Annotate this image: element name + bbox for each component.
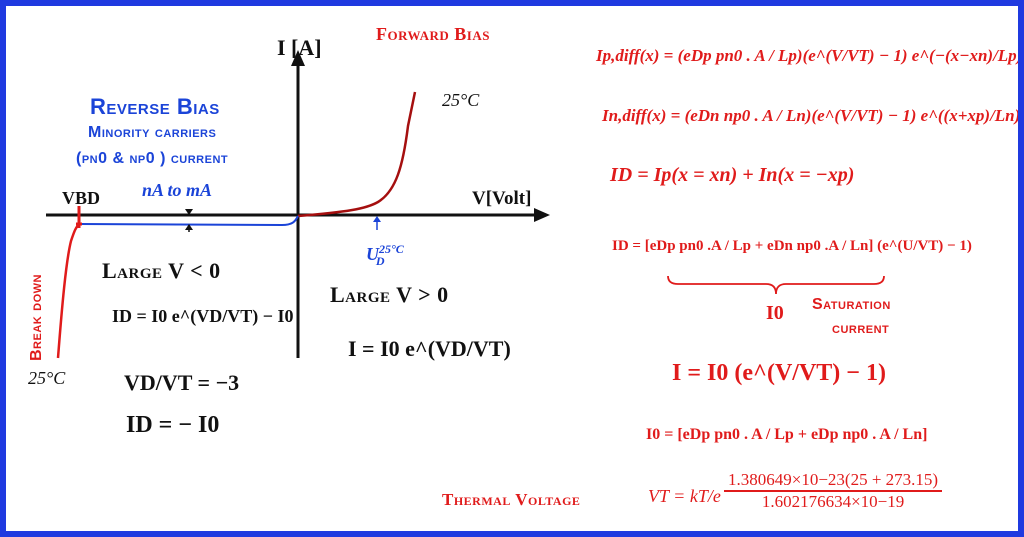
temp-label-top: 25°C bbox=[442, 90, 480, 110]
ud-main: U bbox=[366, 244, 379, 264]
ud-arrow-up-icon bbox=[373, 216, 381, 222]
vt-denominator: 1.602176634×10−19 bbox=[761, 492, 905, 511]
breakdown-curve bbox=[56, 222, 81, 359]
y-axis-label: I [A] bbox=[277, 35, 322, 60]
i0-label: I0 bbox=[766, 302, 784, 324]
x-axis-label: V[Volt] bbox=[472, 188, 532, 209]
i0-definition: I0 = [eDp pn0 . A / Lp + eDp np0 . A / L… bbox=[646, 426, 928, 443]
forward-bias-curve bbox=[297, 91, 417, 218]
thermal-voltage-label: Thermal Voltage bbox=[442, 490, 581, 509]
y-axis-arrow-icon bbox=[291, 50, 305, 66]
vt-lhs: VT = kT/e bbox=[648, 486, 721, 506]
vt-numerator: 1.380649×10−23(25 + 273.15) bbox=[724, 470, 943, 492]
current-label: current bbox=[832, 320, 890, 337]
ud-sub: D bbox=[375, 253, 385, 268]
in-diff-equation: In,diff(x) = (eDn np0 . A / Ln)(e^(V/VT)… bbox=[602, 106, 1021, 125]
ud-label: U25°CD bbox=[366, 242, 404, 269]
id-equation: ID = I0 e^(VD/VT) − I0 bbox=[112, 306, 294, 326]
large-v-negative-label: Large V < 0 bbox=[102, 258, 221, 283]
gap-arrow-up-icon bbox=[185, 224, 193, 230]
ud-sup: 25°C bbox=[379, 242, 404, 256]
vbd-label: VBD bbox=[62, 188, 101, 208]
x-axis-arrow-icon bbox=[534, 208, 550, 222]
i-forward-equation: I = I0 e^(VD/VT) bbox=[348, 336, 511, 361]
gap-arrow-down-icon bbox=[185, 209, 193, 215]
breakdown-label: Break down bbox=[28, 274, 45, 361]
na-to-ma-label: nA to mA bbox=[142, 180, 213, 200]
minority-current-label: (pn0 & np0 ) current bbox=[76, 150, 229, 167]
vd-vt-equation: VD/VT = −3 bbox=[124, 370, 240, 395]
temp-label-bottom: 25°C bbox=[28, 368, 66, 388]
large-v-positive-label: Large V > 0 bbox=[330, 282, 449, 307]
reverse-bias-label: Reverse Bias bbox=[90, 94, 220, 119]
saturation-label: Saturation bbox=[812, 296, 891, 313]
i-total-equation: I = I0 (e^(V/VT) − 1) bbox=[672, 360, 886, 386]
id-negative-i0: ID = − I0 bbox=[126, 412, 220, 438]
minority-carriers-label: Minority carriers bbox=[88, 124, 217, 141]
iv-curve-plot bbox=[46, 50, 550, 359]
id-full-equation: ID = [eDp pn0 .A / Lp + eDn np0 .A / Ln]… bbox=[612, 238, 972, 254]
vt-fraction: 1.380649×10−23(25 + 273.15) 1.602176634×… bbox=[724, 470, 943, 512]
id-sum-equation: ID = Ip(x = xn) + In(x = −xp) bbox=[610, 164, 855, 186]
reverse-saturation-line bbox=[79, 215, 299, 227]
forward-bias-label: Forward Bias bbox=[376, 24, 490, 44]
underbrace bbox=[667, 275, 885, 295]
ip-diff-equation: Ip,diff(x) = (eDp pn0 . A / Lp)(e^(V/VT)… bbox=[596, 46, 1023, 65]
